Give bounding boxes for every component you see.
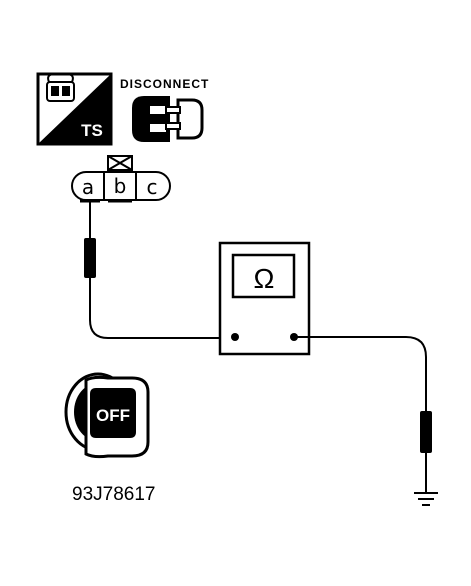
ts-label: TS xyxy=(81,121,103,140)
ground-icon xyxy=(414,492,438,506)
ignition-key-off-icon: OFF xyxy=(64,372,150,459)
probe-lead-right xyxy=(294,336,432,493)
meter-terminal-left xyxy=(231,333,239,341)
figure-id: 93J78617 xyxy=(72,484,155,505)
ohmmeter: Ω xyxy=(218,241,311,356)
ts-tool-icon: TS xyxy=(36,72,113,146)
disconnect-label: DISCONNECT xyxy=(120,77,209,91)
connector-abc: a b c xyxy=(71,155,171,203)
terminal-x-marker-icon xyxy=(107,155,133,171)
probe-lead-left xyxy=(84,200,234,339)
pin-c-label: c xyxy=(147,175,158,199)
pin-a-label: a xyxy=(82,175,94,199)
multimeter-glyph-icon xyxy=(46,73,75,102)
ignition-off-label: OFF xyxy=(96,406,130,425)
ohm-symbol: Ω xyxy=(254,263,275,294)
pin-b-label: b xyxy=(114,174,127,198)
disconnected-connector-icon xyxy=(132,96,204,142)
